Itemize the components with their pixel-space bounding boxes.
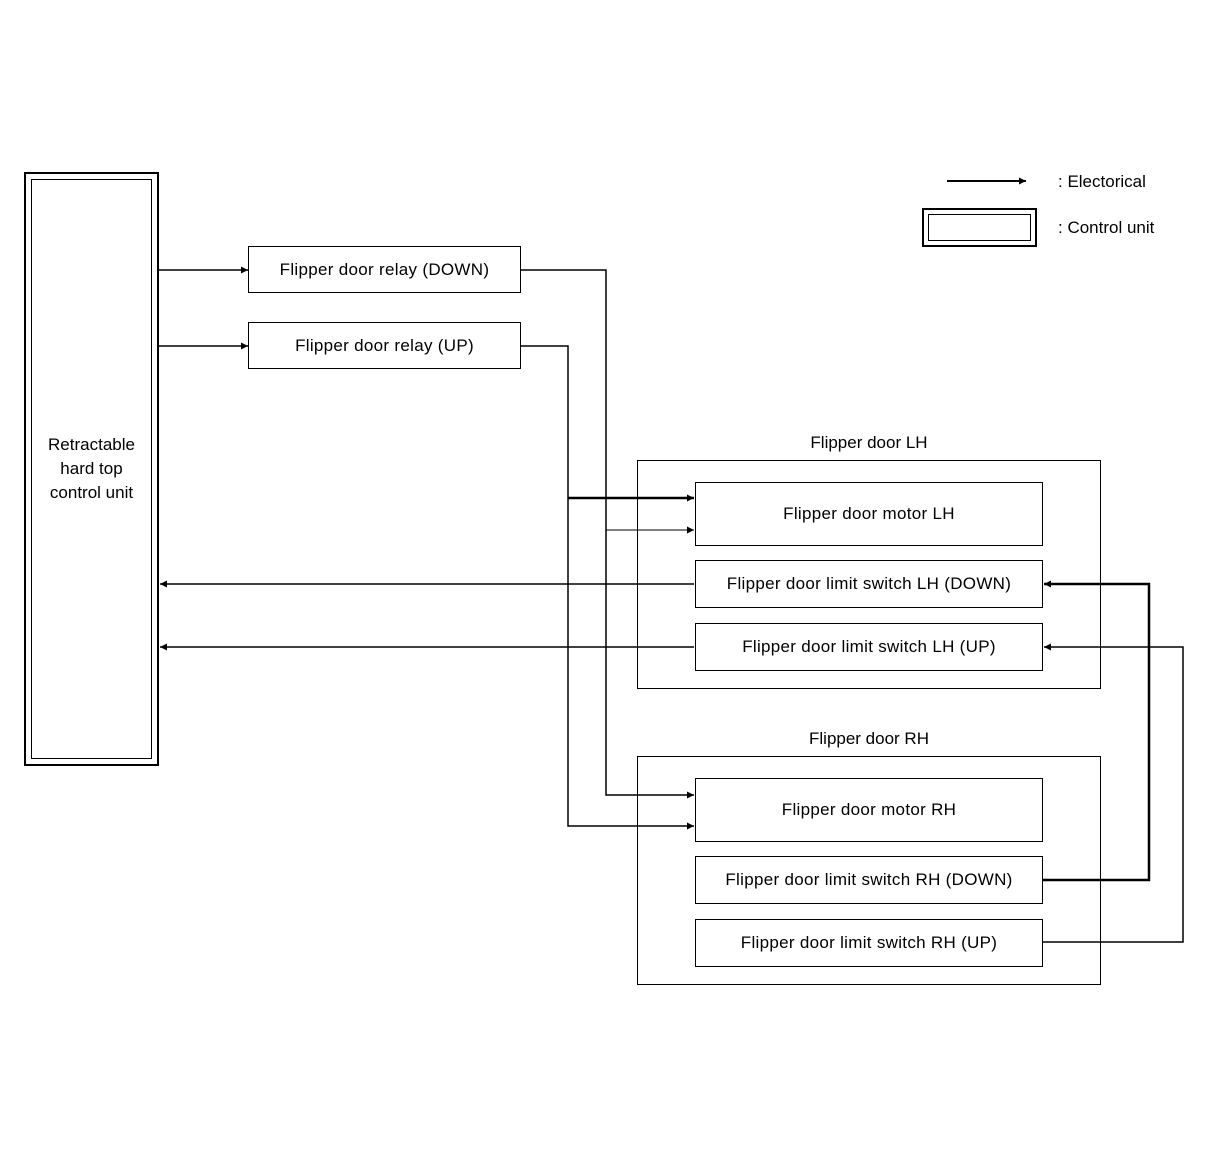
relay-up-box: Flipper door relay (UP): [248, 322, 521, 369]
motor-lh-box: Flipper door motor LH: [695, 482, 1043, 546]
wire-relay-up-trunk: [520, 345, 694, 830]
control-unit-label: Retractable hard top control unit: [48, 435, 135, 502]
group-rh-frame: [637, 756, 1101, 985]
wire-relay-down-trunk: [520, 269, 694, 799]
group-lh-frame: [637, 460, 1101, 689]
group-rh-title: Flipper door RH: [809, 729, 929, 748]
limit-switch-rh-up-box: Flipper door limit switch RH (UP): [695, 919, 1043, 967]
limit-switch-rh-down-box: Flipper door limit switch RH (DOWN): [695, 856, 1043, 904]
limit-switch-lh-down-box: Flipper door limit switch LH (DOWN): [695, 560, 1043, 608]
legend-control-unit-symbol: [922, 208, 1037, 247]
control-unit-box: [24, 172, 159, 766]
limit-switch-lh-up-box: Flipper door limit switch LH (UP): [695, 623, 1043, 671]
legend-electrical-label: : Electorical: [1058, 172, 1146, 191]
wire-rh-down-to-lh-down: [1042, 580, 1151, 882]
group-lh-title: Flipper door LH: [810, 433, 928, 452]
motor-rh-box: Flipper door motor RH: [695, 778, 1043, 842]
relay-down-box: Flipper door relay (DOWN): [248, 246, 521, 293]
legend-control-unit-label: : Control unit: [1058, 218, 1155, 237]
wire-rh-up-to-lh-up: [1042, 643, 1184, 943]
